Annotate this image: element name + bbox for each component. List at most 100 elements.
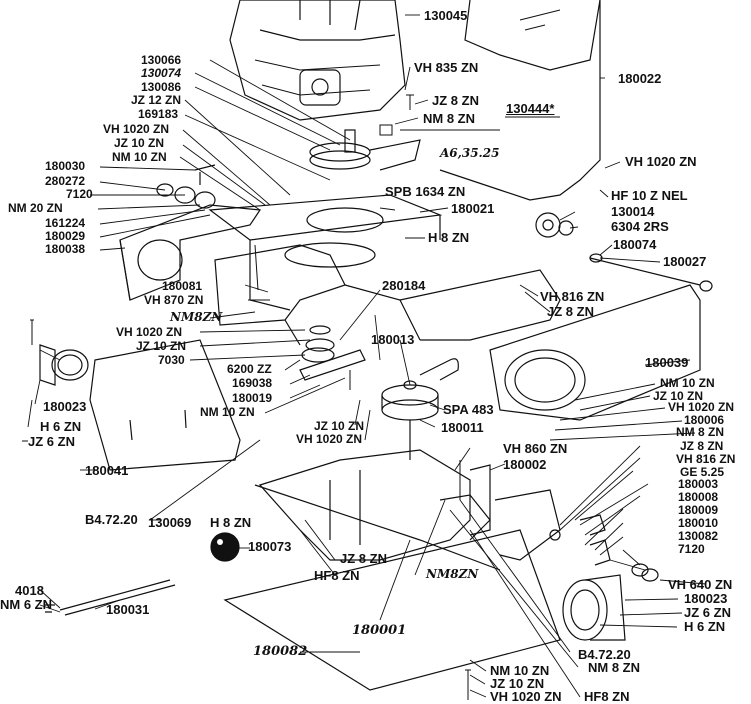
part-label-jz8-c: JZ 8 ZN [680,439,724,453]
part-label-vh1020-d: VH 1020 ZN [668,400,735,414]
part-label-180003: 180003 [678,477,719,491]
part-label-vh816-b: VH 816 ZN [676,452,736,466]
part-label-130082: 130082 [678,529,719,543]
part-label-130045: 130045 [424,8,468,23]
part-label-vh640: VH 640 ZN [668,577,733,592]
part-label-130066: 130066 [141,53,182,67]
part-label-vh1020-e: VH 1020 ZN [296,432,363,446]
part-label-180019: 180019 [232,391,273,405]
part-label-180009: 180009 [678,503,719,517]
part-label-180074: 180074 [613,237,657,252]
part-label-169038: 169038 [232,376,273,390]
bearing-stack [299,325,366,381]
handwritten-label-180001: 180001 [352,623,407,638]
part-label-180041: 180041 [85,463,129,478]
part-label-280272: 280272 [45,174,86,188]
handwritten-label-180082: 180082 [253,644,308,659]
part-label-jz8-b: JZ 8 ZN [547,304,594,319]
handwritten-label-a6: A6,35.25 [440,146,500,160]
gearbox-180001 [254,449,501,571]
part-label-hf10: HF 10 Z NEL [611,188,688,203]
cap-180073 [210,532,240,562]
part-label-4018: 4018 [15,583,44,598]
engine-assembly [229,0,406,121]
base-plate-180082 [223,529,561,691]
part-label-180023-b: 180023 [684,591,728,606]
part-label-180029: 180029 [45,229,86,243]
part-label-h8-b: H 8 ZN [210,515,252,530]
part-label-nm6: NM 6 ZN [0,597,52,612]
part-label-vh835: VH 835 ZN [414,60,479,75]
part-label-nm10-d: NM 10 ZN [490,663,550,678]
part-label-130074: 130074 [141,66,182,80]
part-label-180002: 180002 [503,457,547,472]
part-label-nm8-b: NM 8 ZN [676,425,724,439]
part-label-h8-a: H 8 ZN [428,230,470,245]
part-label-130069: 130069 [148,515,192,530]
part-label-180073: 180073 [248,539,292,554]
part-label-jz10-a: JZ 10 ZN [114,136,165,150]
part-label-6200: 6200 ZZ [227,362,272,376]
part-label-jz10-d: JZ 10 ZN [314,419,365,433]
part-label-7120-a: 7120 [66,187,93,201]
part-label-jz10-b: JZ 10 ZN [136,339,187,353]
part-label-130086: 130086 [141,80,182,94]
part-label-180081: 180081 [162,279,203,293]
part-label-180011: 180011 [441,420,484,435]
part-label-nm8-c: NM 8 ZN [588,660,640,675]
part-label-180013: 180013 [371,332,415,347]
part-label-180022: 180022 [618,71,662,86]
part-label-nm10-c: NM 10 ZN [660,376,715,390]
housing-180081 [214,244,561,346]
part-label-vh1020-c: VH 1020 ZN [116,325,183,339]
part-label-hf8-b: HF8 ZN [584,689,630,704]
part-label-vh816-a: VH 816 ZN [540,289,605,304]
bolts [30,94,471,700]
handwritten-label-nm8zn-2: NM8ZN [426,567,479,581]
hub-assembly [156,164,216,209]
part-label-6304: 6304 2RS [611,219,669,234]
cover-180039 [489,284,701,421]
part-label-ge525: GE 5.25 [680,465,725,479]
part-label-7030: 7030 [158,353,185,367]
part-label-180038: 180038 [45,242,86,256]
part-label-130444: 130444* [506,101,555,116]
bearing-130014 [535,212,574,238]
part-label-161224: 161224 [45,216,86,230]
part-label-jz12: JZ 12 ZN [131,93,182,107]
frame-180022 [439,0,601,201]
part-label-7120-b: 7120 [678,542,705,556]
part-label-180023-a: 180023 [43,399,87,414]
part-label-jz8-d: JZ 8 ZN [340,551,387,566]
part-label-nm20: NM 20 ZN [8,201,63,215]
part-label-180010: 180010 [678,516,719,530]
part-label-jz10-c: JZ 10 ZN [653,389,704,403]
leader-lines [22,14,707,698]
part-label-180031: 180031 [106,602,150,617]
cover-180041 [89,339,241,471]
part-label-nm8-top: NM 8 ZN [423,111,475,126]
part-label-h6-a: H 6 ZN [40,419,82,434]
part-label-180021: 180021 [451,201,495,216]
part-label-180027: 180027 [663,254,707,269]
part-label-180008: 180008 [678,490,719,504]
part-label-130014: 130014 [611,204,655,219]
part-label-180006: 180006 [684,413,725,427]
part-label-spa483: SPA 483 [443,402,494,417]
part-label-nm10-a: NM 10 ZN [112,150,167,164]
side-frame-180038 [119,204,262,301]
part-label-b4-a: B4.72.20 [85,512,138,527]
housing-180023-left [39,344,89,386]
handwritten-label-nm8zn-1: NM8ZN [170,310,223,324]
part-label-180030: 180030 [45,159,86,173]
part-label-169183: 169183 [138,107,179,121]
part-label-jz10-e: JZ 10 ZN [490,676,545,691]
part-label-vh1020-a: VH 1020 ZN [103,122,170,136]
part-label-vh870: VH 870 ZN [144,293,204,307]
part-label-jz6-a: JZ 6 ZN [28,434,75,449]
part-label-jz8-top: JZ 8 ZN [432,93,479,108]
part-label-nm10-b: NM 10 ZN [200,405,255,419]
deck-plate-180021 [208,194,443,311]
